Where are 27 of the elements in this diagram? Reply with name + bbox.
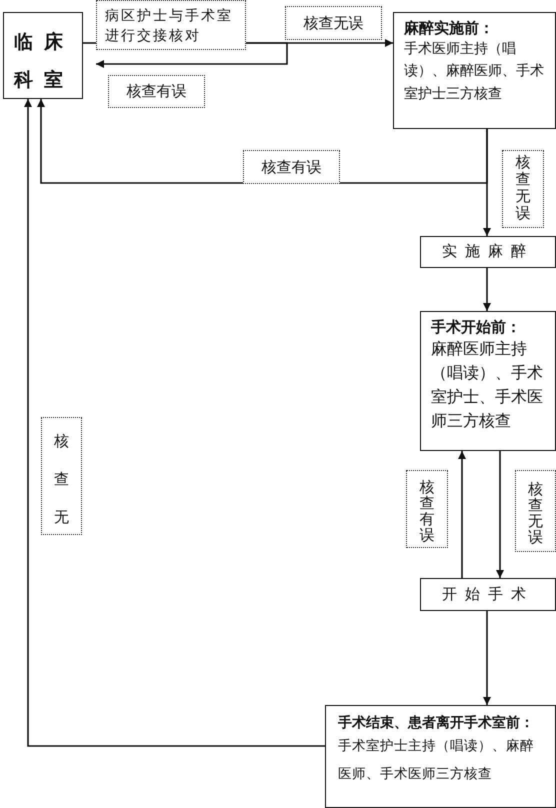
arrow [483, 268, 491, 311]
arrow [24, 99, 325, 747]
arrow [496, 451, 504, 578]
arrow [96, 42, 288, 68]
arrow [458, 451, 466, 578]
handover-box: 病区护士与手术室进行交接核对 [96, 0, 246, 50]
box-heading: 手术开始前： [431, 318, 522, 337]
edge-label: 核查有误 [243, 150, 340, 184]
process-box [420, 311, 556, 451]
box-heading: 手术结束、患者离开手术室前： [338, 714, 535, 732]
process-box [393, 12, 556, 129]
process-box: 开始手术 [420, 578, 556, 611]
department-box: 临床科室 [3, 12, 83, 99]
box-text: 手术医师主持（唱读）、麻醉医师、手术室护士三方核查 [404, 40, 545, 104]
process-box: 实施麻醉 [420, 236, 556, 268]
edge-label: 核查无误 [285, 6, 382, 40]
box-text: 麻醉医师主持（唱读）、手术室护士、手术医师三方核查 [431, 338, 544, 432]
edge-label: 核查有误 [406, 470, 448, 548]
box-text: 手术室护士主持（唱读）、麻醉医师、手术医师三方核查 [338, 737, 535, 784]
edge-label: 核查无误 [515, 470, 556, 552]
edge-label: 核查无 [41, 417, 82, 535]
process-box [325, 705, 556, 808]
box-heading: 麻醉实施前： [404, 19, 495, 38]
arrow [483, 611, 491, 705]
connector-line [83, 42, 96, 44]
edge-label: 核查有误 [108, 75, 205, 108]
edge-label: 核查无误 [502, 150, 544, 228]
